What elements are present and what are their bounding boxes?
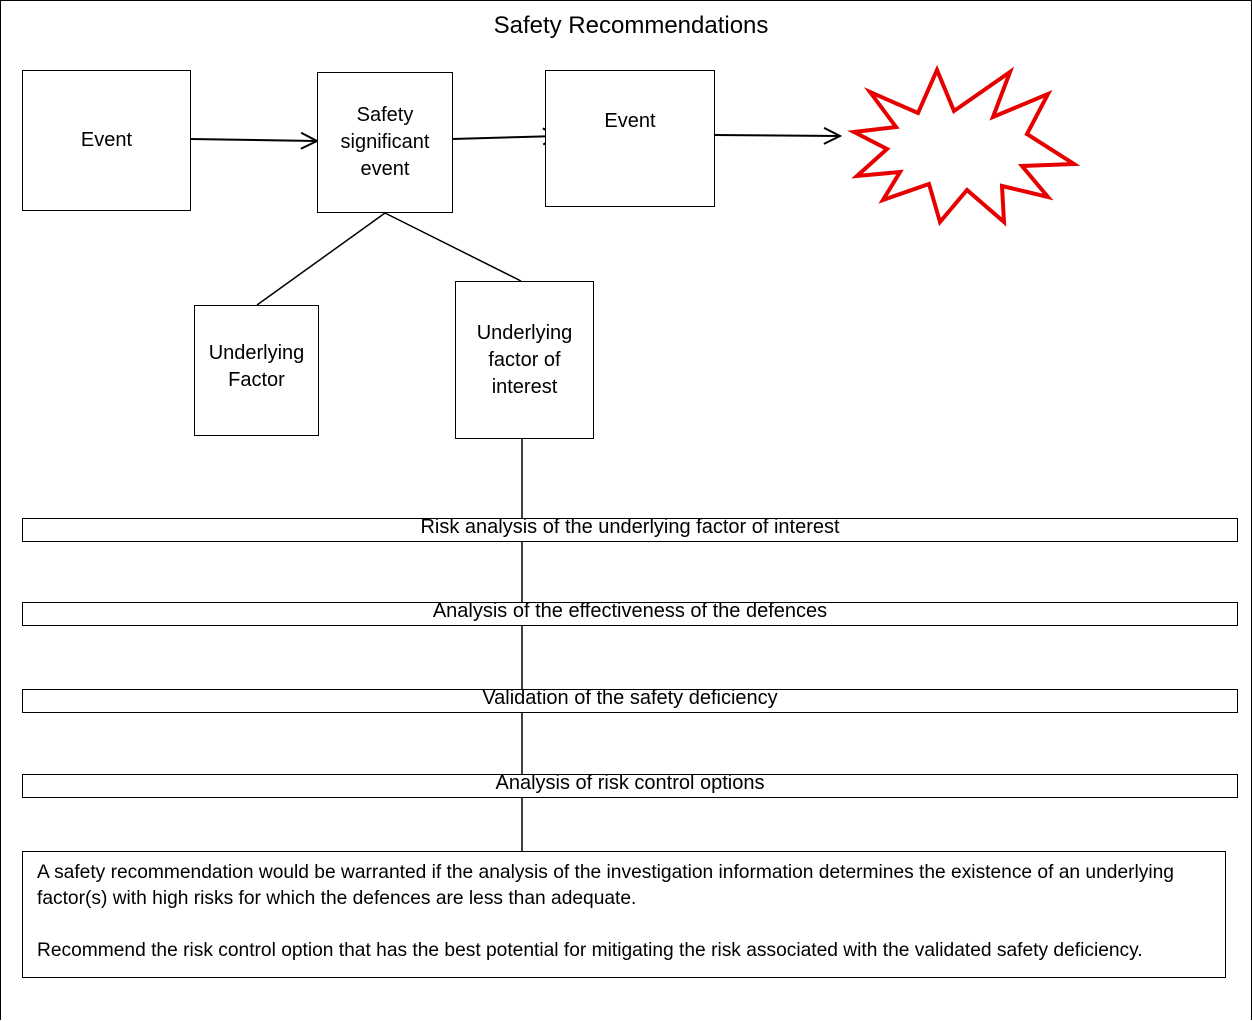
- safety-significant-event-label: Safety significant event: [340, 104, 430, 180]
- arrow-event-to-accident: [713, 135, 840, 136]
- step-validation-label: Validation of the safety deficiency: [482, 687, 778, 709]
- underlying-factor-label: Underlying Factor: [208, 341, 305, 391]
- event-box-2: Event: [545, 70, 715, 207]
- safety-significant-event-box: Safety significant event: [317, 72, 453, 213]
- underlying-factor-box: Underlying Factor: [194, 305, 319, 436]
- underlying-factor-of-interest-label: Underlying factor of interest: [476, 322, 573, 398]
- conclusion-paragraph-2: Recommend the risk control option that h…: [37, 940, 1143, 961]
- conclusion-paragraph-1: A safety recommendation would be warrant…: [37, 862, 1174, 909]
- step-risk-analysis: Risk analysis of the underlying factor o…: [22, 516, 1238, 542]
- step-risk-control-options-label: Analysis of risk control options: [495, 772, 765, 794]
- link-to-underlying-factor-of-interest: [384, 212, 522, 282]
- conclusion-box: A safety recommendation would be warrant…: [22, 851, 1226, 978]
- arrow-event-to-safety-significant-event: [189, 139, 317, 141]
- step-defence-effectiveness-label: Analysis of the effectiveness of the def…: [432, 600, 828, 622]
- arrow-safety-significant-event-to-event: [451, 136, 559, 139]
- diagram-title: Safety Recommendations: [493, 12, 769, 39]
- underlying-factor-of-interest-box: Underlying factor of interest: [455, 281, 594, 439]
- link-to-underlying-factor: [256, 212, 386, 306]
- step-defence-effectiveness: Analysis of the effectiveness of the def…: [22, 600, 1238, 626]
- event-box-1: Event: [22, 70, 191, 211]
- event-box-1-label: Event: [80, 129, 133, 151]
- step-validation: Validation of the safety deficiency: [22, 687, 1238, 713]
- step-risk-control-options: Analysis of risk control options: [22, 772, 1238, 798]
- event-box-2-label: Event: [604, 110, 656, 132]
- red-starburst-icon: [847, 64, 1081, 227]
- step-risk-analysis-label: Risk analysis of the underlying factor o…: [420, 516, 840, 538]
